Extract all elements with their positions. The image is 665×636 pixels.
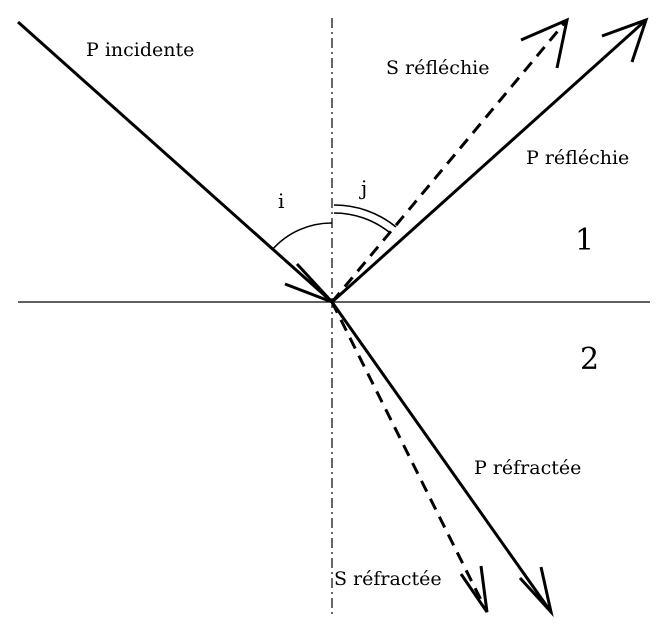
ray-s-refracted bbox=[330, 301, 489, 613]
label-medium-1: 1 bbox=[575, 223, 594, 258]
label-p-reflected: P réfléchie bbox=[526, 147, 629, 169]
label-s-reflected: S réfléchie bbox=[386, 57, 490, 79]
ray-p-reflected bbox=[330, 17, 649, 304]
label-p-incident: P incidente bbox=[86, 39, 194, 61]
ray-s-reflected bbox=[330, 17, 570, 303]
label-p-refracted: P réfractée bbox=[474, 457, 581, 479]
label-s-refracted: S réfractée bbox=[334, 568, 442, 590]
ray-p-incident bbox=[17, 20, 334, 304]
label-angle-j: j bbox=[359, 176, 367, 200]
angle-j-arc-inner bbox=[333, 212, 390, 233]
label-angle-i: i bbox=[278, 189, 284, 213]
ray-p-refracted bbox=[330, 301, 554, 618]
label-medium-2: 2 bbox=[580, 342, 599, 377]
angle-i-arc bbox=[271, 222, 333, 251]
angle-j-arc-outer bbox=[333, 204, 397, 228]
